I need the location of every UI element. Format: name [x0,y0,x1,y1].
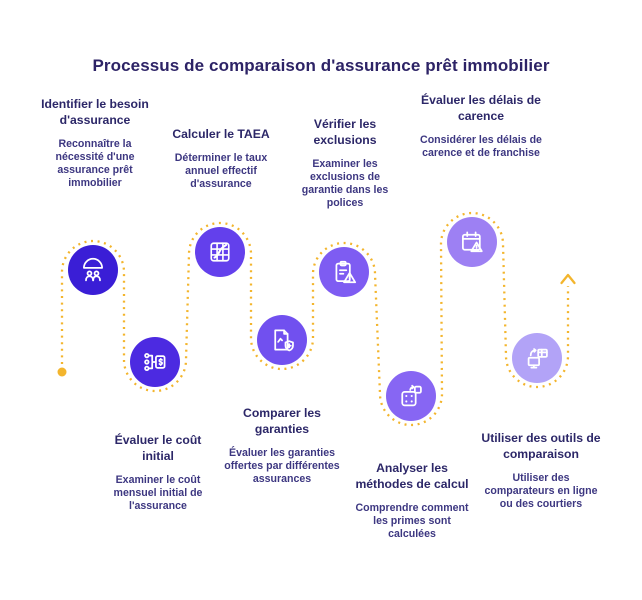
step-3-title: Calculer le TAEA [172,127,270,141]
step-8-circle [512,333,562,383]
step-1-title: Identifier le besoin d'assurance [41,97,149,127]
document-shield-icon [274,329,294,352]
dice-arrow-icon [401,384,422,407]
step-4-description: Évaluer les garanties offertes par diffé… [224,446,340,485]
step-3-text: Calculer le TAEA Déterminer le taux annu… [161,127,281,191]
step-2-title: Évaluer le coût initial [114,433,202,463]
step-1-circle [68,245,118,295]
cost-flow-icon [144,352,166,372]
step-7-description: Considérer les délais de carence et de f… [420,133,542,159]
step-4-text: Comparer les garanties Évaluer les garan… [223,406,341,486]
step-6-text: Analyser les méthodes de calcul Comprend… [351,461,473,541]
step-5-description: Examiner les exclusions de garantie dans… [301,157,389,210]
insurance-umbrella-icon [83,257,103,282]
page-title: Processus de comparaison d'assurance prê… [92,56,550,75]
step-6-circle [386,371,436,421]
step-2-text: Évaluer le coût initial Examiner le coût… [99,433,217,513]
monitor-compare-icon [527,348,548,369]
step-7-title: Évaluer les délais de carence [421,93,541,123]
step-8-title: Utiliser des outils de comparaison [481,431,601,461]
flow-start-dot [57,367,67,377]
step-7-circle [447,217,497,267]
calculation-grid-icon [210,242,230,262]
step-2-description: Examiner le coût mensuel initial de l'as… [113,473,203,512]
step-5-text: Vérifier les exclusions Examiner les exc… [291,117,399,210]
step-7-text: Évaluer les délais de carence Considérer… [416,93,546,160]
step-3-circle [195,227,245,277]
step-6-description: Comprendre comment les primes sont calcu… [355,501,469,540]
step-4-title: Comparer les garanties [243,406,321,436]
step-2-circle [130,337,180,387]
calendar-warning-icon [462,231,483,253]
flow-end-arrow-icon [560,273,576,285]
clipboard-warning-icon [335,260,357,284]
step-3-description: Déterminer le taux annuel effectif d'ass… [174,151,268,191]
step-6-title: Analyser les méthodes de calcul [355,461,469,491]
step-5-title: Vérifier les exclusions [313,117,377,147]
step-8-description: Utiliser des comparateurs en ligne ou de… [484,471,598,510]
step-5-circle [319,247,369,297]
step-8-text: Utiliser des outils de comparaison Utili… [477,431,605,511]
step-1-text: Identifier le besoin d'assurance Reconna… [38,97,152,190]
step-4-circle [257,315,307,365]
step-1-description: Reconnaître la nécessité d'une assurance… [55,137,135,190]
